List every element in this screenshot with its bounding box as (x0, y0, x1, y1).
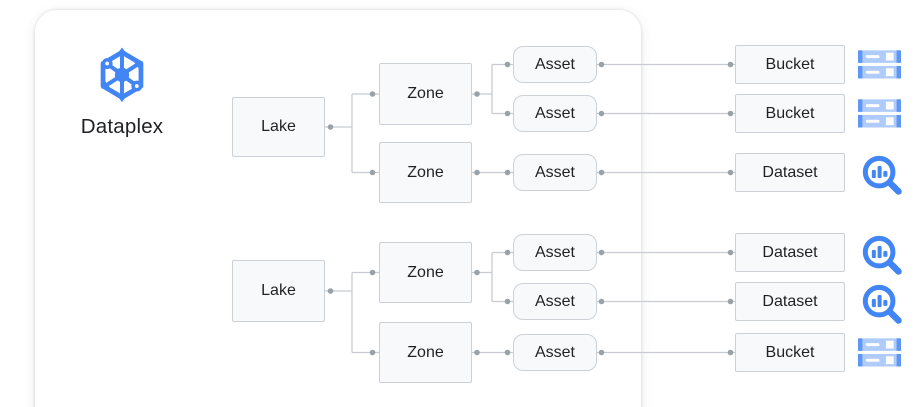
lake-node: Lake (232, 260, 325, 322)
dataplex-icon (100, 47, 144, 103)
zone-node: Zone (379, 322, 472, 383)
bucket-node: Bucket (735, 45, 845, 84)
lake-node: Lake (232, 97, 325, 157)
bigquery-icon (862, 155, 902, 195)
asset-node: Asset (513, 46, 597, 83)
asset-node: Asset (513, 234, 597, 271)
zone-node: Zone (379, 242, 472, 303)
zone-node: Zone (379, 63, 472, 125)
cloud-storage-icon (858, 50, 901, 79)
dataset-node: Dataset (735, 153, 845, 192)
dataset-node: Dataset (735, 282, 845, 321)
cloud-storage-icon (858, 99, 901, 128)
zone-node: Zone (379, 142, 472, 203)
asset-node: Asset (513, 154, 597, 191)
asset-node: Asset (513, 334, 597, 371)
asset-node: Asset (513, 283, 597, 320)
dataset-node: Dataset (735, 233, 845, 272)
bigquery-icon (862, 235, 902, 275)
dataplex-brand: Dataplex (70, 44, 174, 139)
bucket-node: Bucket (735, 333, 845, 372)
bucket-node: Bucket (735, 94, 845, 133)
bigquery-icon (862, 284, 902, 324)
cloud-storage-icon (858, 338, 901, 367)
asset-node: Asset (513, 95, 597, 132)
dataplex-label: Dataplex (80, 115, 164, 138)
